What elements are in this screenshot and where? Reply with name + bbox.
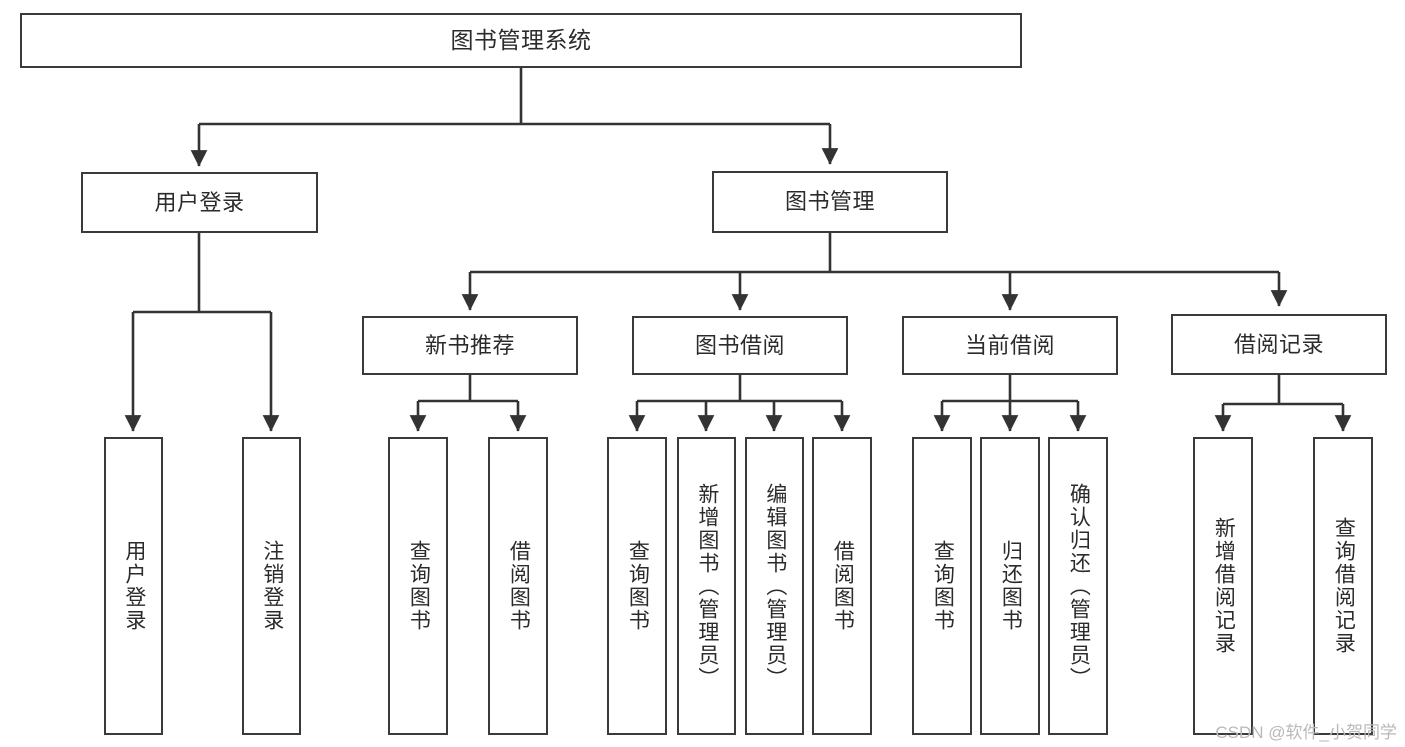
node-root[interactable]: 图书管理系统	[20, 13, 1022, 68]
node-leaf-query-record-label: 查询借阅记录	[1332, 517, 1356, 655]
node-new-book-recommend[interactable]: 新书推荐	[362, 316, 578, 375]
node-leaf-user-logout-label: 注销登录	[260, 540, 284, 632]
node-book-management-label: 图书管理	[784, 189, 875, 215]
node-leaf-user-login[interactable]: 用户登录	[104, 437, 163, 735]
node-leaf-borrow-book-2[interactable]: 借阅图书	[812, 437, 872, 735]
node-leaf-borrow-book-2-label: 借阅图书	[831, 540, 855, 632]
node-borrow-record[interactable]: 借阅记录	[1171, 314, 1387, 375]
node-book-borrow-label: 图书借阅	[694, 332, 785, 358]
node-leaf-borrow-book-1[interactable]: 借阅图书	[488, 437, 548, 735]
node-leaf-query-book-1-label: 查询图书	[407, 540, 431, 632]
node-leaf-borrow-book-1-label: 借阅图书	[507, 540, 531, 632]
node-leaf-edit-book[interactable]: 编辑图书（管理员）	[745, 437, 804, 735]
node-leaf-query-book-2[interactable]: 查询图书	[607, 437, 667, 735]
node-leaf-query-book-3-label: 查询图书	[931, 540, 955, 632]
csdn-watermark: CSDN @软件_小贺同学	[1215, 723, 1397, 742]
node-leaf-query-book-1[interactable]: 查询图书	[388, 437, 448, 735]
node-leaf-return-book-label: 归还图书	[999, 540, 1023, 632]
node-borrow-record-label: 借阅记录	[1233, 331, 1324, 357]
node-user-login-label: 用户登录	[154, 189, 245, 215]
node-leaf-add-record-label: 新增借阅记录	[1212, 517, 1236, 655]
node-current-borrow[interactable]: 当前借阅	[902, 316, 1118, 375]
node-leaf-confirm-return[interactable]: 确认归还（管理员）	[1048, 437, 1108, 735]
node-book-borrow[interactable]: 图书借阅	[632, 316, 848, 375]
node-leaf-edit-book-label: 编辑图书（管理员）	[763, 482, 787, 690]
node-book-management[interactable]: 图书管理	[712, 171, 948, 233]
node-leaf-query-book-2-label: 查询图书	[626, 540, 650, 632]
node-leaf-user-login-label: 用户登录	[122, 540, 146, 632]
node-leaf-query-record[interactable]: 查询借阅记录	[1313, 437, 1373, 735]
node-leaf-confirm-return-label: 确认归还（管理员）	[1067, 482, 1091, 690]
node-user-login[interactable]: 用户登录	[81, 172, 318, 233]
node-leaf-return-book[interactable]: 归还图书	[980, 437, 1040, 735]
node-leaf-add-book-label: 新增图书（管理员）	[695, 482, 719, 690]
node-current-borrow-label: 当前借阅	[964, 332, 1055, 358]
node-root-label: 图书管理系统	[450, 27, 592, 54]
node-leaf-query-book-3[interactable]: 查询图书	[912, 437, 972, 735]
node-leaf-add-book[interactable]: 新增图书（管理员）	[677, 437, 736, 735]
node-leaf-user-logout[interactable]: 注销登录	[242, 437, 301, 735]
node-leaf-add-record[interactable]: 新增借阅记录	[1193, 437, 1253, 735]
node-new-book-recommend-label: 新书推荐	[424, 332, 515, 358]
